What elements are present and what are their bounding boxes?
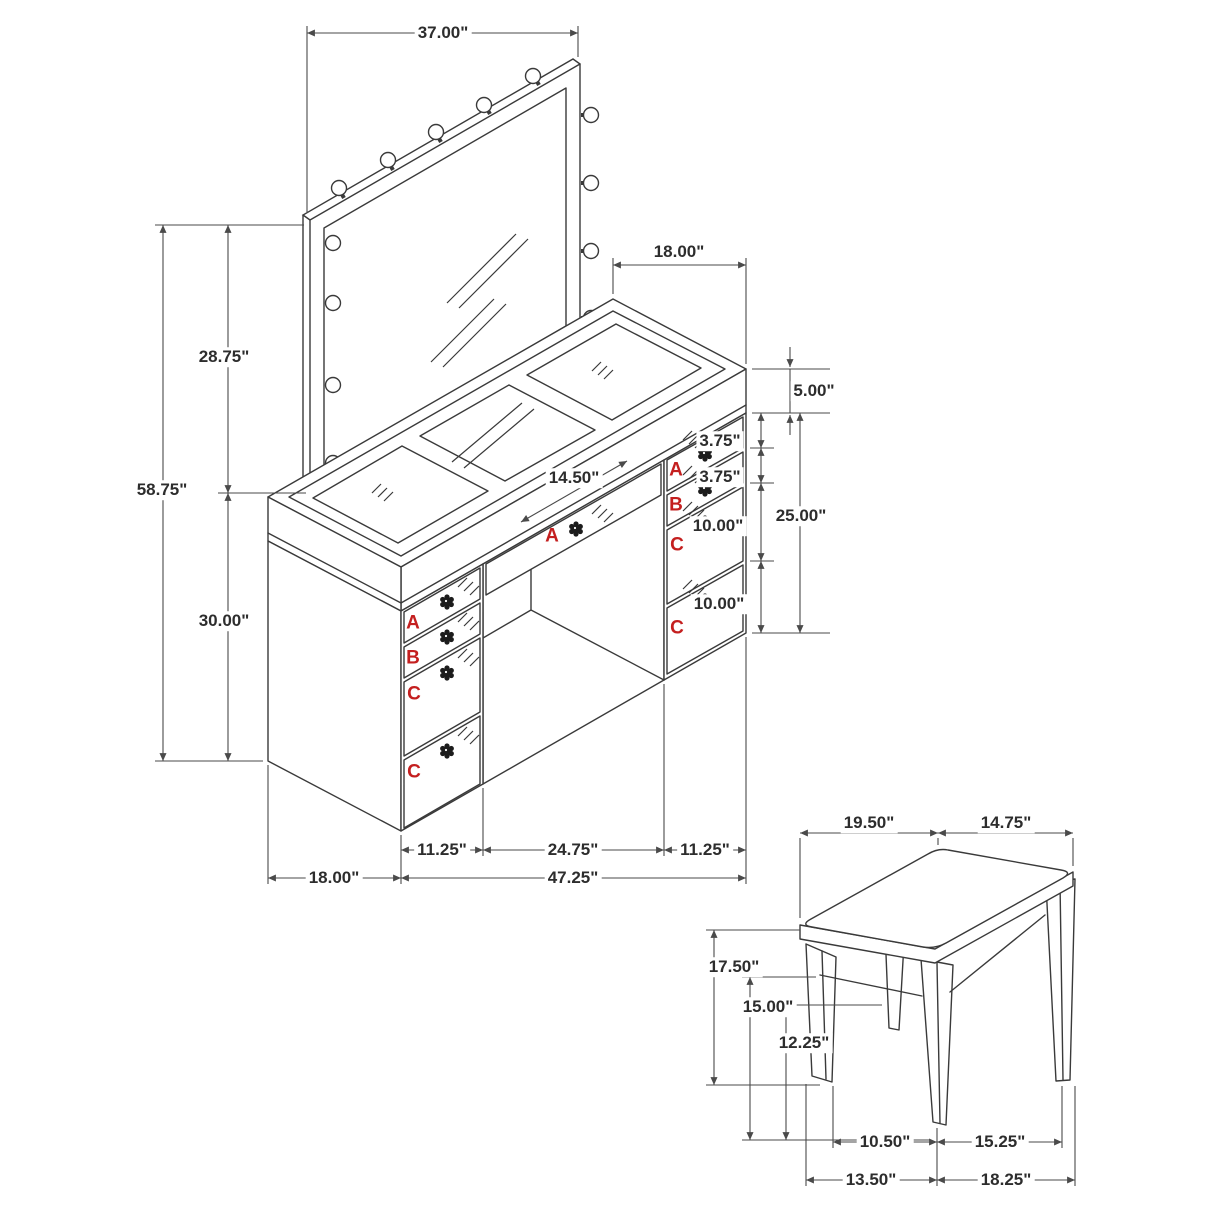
dim-overall-height: 58.75" xyxy=(133,480,191,500)
dim-right-bank-width: 11.25" xyxy=(677,840,733,860)
dim-stool-front-leg-spacing: 10.50" xyxy=(856,1132,914,1152)
drawer-letter-left-b: B xyxy=(406,647,420,669)
glass-panel-middle xyxy=(419,384,596,482)
dim-drawer-c-height: 10.00" xyxy=(689,516,747,536)
stool-seat-top xyxy=(805,848,1069,949)
dim-top-section-height: 5.00" xyxy=(790,381,838,401)
dim-drawer-a-height: 3.75" xyxy=(696,431,744,451)
dim-stool-seat-width: 19.50" xyxy=(840,813,898,833)
stool-leg-left xyxy=(805,943,837,1083)
drawer-letter-right-a: A xyxy=(669,459,683,481)
dim-center-drawer-width: 14.50" xyxy=(545,468,603,488)
mirror xyxy=(301,58,600,491)
dim-top-depth: 18.00" xyxy=(650,242,708,262)
drawer-letter-right-b: B xyxy=(669,494,683,516)
drawer-letter-left-c1: C xyxy=(407,683,421,705)
dim-stool-seat-depth: 14.75" xyxy=(977,813,1035,833)
dim-lower-drawer-height: 10.00" xyxy=(690,594,748,614)
mirror-reflection-marks xyxy=(430,233,529,368)
mirror-light-bulbs xyxy=(324,67,600,472)
drawer-letter-right-c1: C xyxy=(670,534,684,556)
dim-stool-overall-height: 17.50" xyxy=(705,957,763,977)
dim-stool-seat-height: 15.00" xyxy=(739,997,797,1017)
drawer-left-c1 xyxy=(403,637,481,757)
dim-stool-side-leg-spacing: 15.25" xyxy=(971,1132,1029,1152)
dim-stool-base-width: 13.50" xyxy=(842,1170,900,1190)
dim-desk-height: 30.00" xyxy=(195,611,253,631)
dim-mirror-width: 37.00" xyxy=(414,23,472,43)
drawer-letter-center-a: A xyxy=(545,525,559,547)
dim-drawer-b-height: 3.75" xyxy=(696,467,744,487)
dim-center-width: 24.75" xyxy=(544,840,602,860)
dim-stool-base-depth: 18.25" xyxy=(977,1170,1035,1190)
stool-leg-front xyxy=(920,958,954,1126)
drawer-right-c2 xyxy=(666,564,744,675)
glass-panel-right xyxy=(526,323,702,421)
stool xyxy=(799,848,1076,1126)
dim-mirror-height: 28.75" xyxy=(195,347,253,367)
dim-left-bank-width: 11.25" xyxy=(414,840,470,860)
drawer-left-c2 xyxy=(403,715,481,829)
stool-seat-edge xyxy=(799,871,1074,964)
dim-side-depth: 18.00" xyxy=(305,868,363,888)
dim-drawer-stack-height: 25.00" xyxy=(772,506,830,526)
drawer-letter-left-c2: C xyxy=(407,761,421,783)
glass-panel-left xyxy=(312,445,489,544)
dim-stool-leg-height: 12.25" xyxy=(775,1033,833,1053)
drawer-letter-right-c2: C xyxy=(670,617,684,639)
dim-overall-width: 47.25" xyxy=(544,868,602,888)
drawer-letter-left-a: A xyxy=(406,612,420,634)
